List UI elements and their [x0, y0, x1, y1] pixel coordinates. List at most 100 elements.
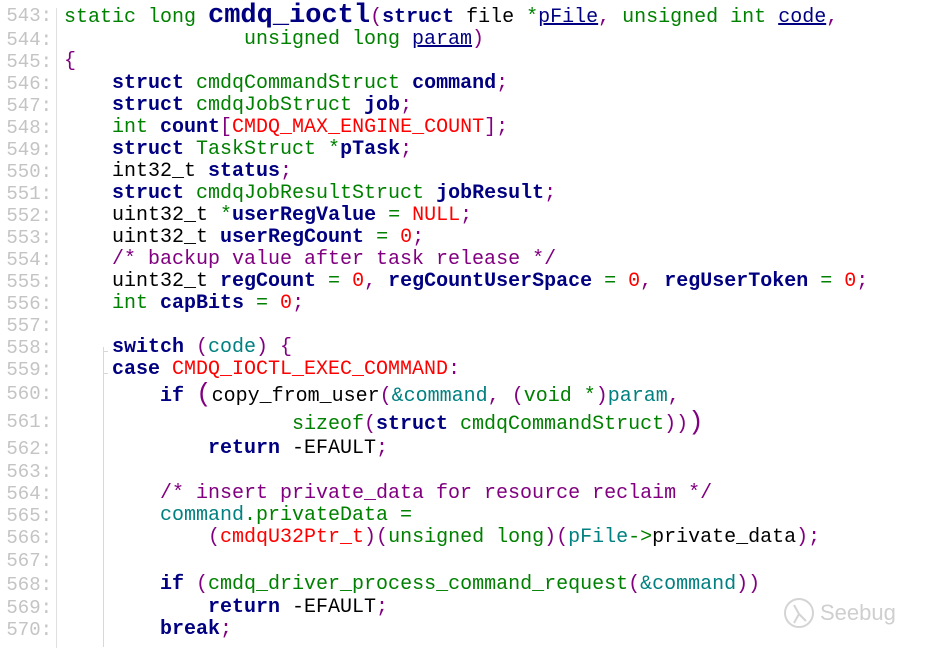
- code-token: capBits: [160, 292, 245, 315]
- code-token: -EFAULT: [292, 437, 377, 460]
- indent-guide: [103, 347, 104, 647]
- indent-guide-tick: [103, 351, 108, 352]
- code-token: case: [112, 358, 173, 381]
- code-token: unsigned long: [244, 28, 413, 51]
- line-source: /* backup value after task release */: [64, 249, 556, 271]
- line-source: uint32_t regCount = 0, regCountUserSpace…: [64, 271, 868, 293]
- code-token: =: [316, 270, 353, 293]
- line-source: /* insert private_data for resource recl…: [64, 483, 712, 505]
- line-number: 562:: [6, 438, 52, 460]
- code-token: cmdqJobStruct: [196, 94, 365, 117]
- line-source: int32_t status;: [64, 161, 292, 183]
- code-token: return: [208, 437, 293, 460]
- line-source: return -EFAULT;: [64, 437, 388, 461]
- code-token: , (: [487, 385, 524, 408]
- line-number: 544:: [6, 29, 52, 51]
- line-number: 570:: [6, 619, 52, 641]
- code-token: (: [364, 413, 377, 436]
- code-line: 565: command.privateData =: [0, 505, 926, 528]
- code-line: 549:struct TaskStruct *pTask;: [0, 139, 926, 162]
- gutter-divider: [56, 8, 57, 648]
- code-token: break: [160, 618, 221, 641]
- code-line: 544:unsigned long param): [0, 28, 926, 52]
- code-token: ): [472, 28, 485, 51]
- code-token: command: [412, 72, 497, 95]
- code-token: command: [160, 504, 245, 527]
- code-token: cmdq_driver_process_command_request: [208, 573, 629, 596]
- code-token: unsigned long: [388, 526, 545, 549]
- code-token: ;: [496, 72, 509, 95]
- line-number: 553:: [6, 227, 52, 249]
- line-number: 561:: [6, 411, 52, 433]
- code-token: ->: [628, 526, 653, 549]
- code-token: switch: [112, 336, 197, 359]
- code-token: cmdqU32Ptr_t: [220, 526, 365, 549]
- code-token: job: [364, 94, 401, 117]
- code-token: sizeof: [292, 413, 365, 436]
- code-token: ;: [856, 270, 869, 293]
- code-token: count: [160, 116, 221, 139]
- code-token: 0: [844, 270, 857, 293]
- code-token: code: [778, 6, 827, 29]
- code-line: 550: int32_t status;: [0, 161, 926, 184]
- line-number: 555:: [6, 271, 52, 293]
- line-number: 543:: [6, 5, 52, 27]
- line-source: command.privateData =: [64, 505, 412, 527]
- line-number: 568:: [6, 574, 52, 596]
- code-token: );: [796, 526, 821, 549]
- code-token: 0: [400, 226, 413, 249]
- code-line: 553:uint32_t userRegCount = 0;: [0, 226, 926, 250]
- line-source: if (cmdq_driver_process_command_request(…: [64, 573, 760, 597]
- code-token: struct: [112, 94, 197, 117]
- code-token: return: [208, 596, 293, 619]
- code-token: ,: [826, 6, 839, 29]
- code-token: -EFAULT: [292, 596, 377, 619]
- code-token: ;: [400, 94, 413, 117]
- code-line: 561:sizeof(struct cmdqCommandStruct))): [0, 408, 926, 437]
- code-token: cmdq_ioctl: [208, 1, 371, 31]
- line-number: 565:: [6, 505, 52, 527]
- line-number: 556:: [6, 293, 52, 315]
- code-token: ): [595, 385, 608, 408]
- code-token: int32_t: [112, 160, 209, 183]
- code-token: void: [523, 385, 584, 408]
- line-number: 550:: [6, 161, 52, 183]
- code-token: struct: [112, 72, 197, 95]
- code-line: 560:if (copy_from_user(&command, (void *…: [0, 381, 926, 409]
- line-source: (cmdqU32Ptr_t)(unsigned long)(pFile->pri…: [64, 527, 820, 549]
- code-line: 556:int capBits = 0;: [0, 292, 926, 316]
- line-number: 554:: [6, 249, 52, 271]
- line-source: break;: [64, 619, 232, 641]
- code-token: private_data: [652, 526, 797, 549]
- line-source: struct cmdqJobStruct job;: [64, 95, 412, 117]
- code-token: regUserToken: [664, 270, 809, 293]
- seebug-watermark: Seebug: [782, 596, 896, 630]
- code-token: *: [328, 138, 341, 161]
- line-number: 559:: [6, 359, 52, 381]
- code-line: 564:/* insert private_data for resource …: [0, 483, 926, 506]
- code-token: ,: [364, 270, 389, 293]
- code-token: (: [628, 573, 641, 596]
- code-line: 551:struct cmdqJobResultStruct jobResult…: [0, 182, 926, 206]
- code-token: [: [220, 116, 233, 139]
- code-line: 559:case CMDQ_IOCTL_EXEC_COMMAND:: [0, 358, 926, 382]
- code-line: 570: break;: [0, 619, 926, 642]
- code-token: ;: [376, 437, 389, 460]
- code-token: jobResult: [436, 182, 545, 205]
- code-token: 0: [352, 270, 365, 293]
- code-line: 546:struct cmdqCommandStruct command;: [0, 72, 926, 96]
- code-line: 562: return -EFAULT;: [0, 437, 926, 461]
- code-line: 552:uint32_t *userRegValue = NULL;: [0, 205, 926, 228]
- code-token: regCountUserSpace: [388, 270, 593, 293]
- line-number: 551:: [6, 183, 52, 205]
- line-number: 569:: [6, 597, 52, 619]
- code-token: int: [112, 292, 161, 315]
- code-line: 554: /* backup value after task release *…: [0, 249, 926, 272]
- code-token: )(: [544, 526, 569, 549]
- code-token: CMDQ_IOCTL_EXEC_COMMAND: [172, 358, 449, 381]
- code-token: struct: [382, 6, 467, 29]
- code-token: unsigned int: [622, 6, 779, 29]
- line-number: 558:: [6, 337, 52, 359]
- line-source: struct TaskStruct *pTask;: [64, 139, 412, 161]
- code-token: (: [379, 385, 392, 408]
